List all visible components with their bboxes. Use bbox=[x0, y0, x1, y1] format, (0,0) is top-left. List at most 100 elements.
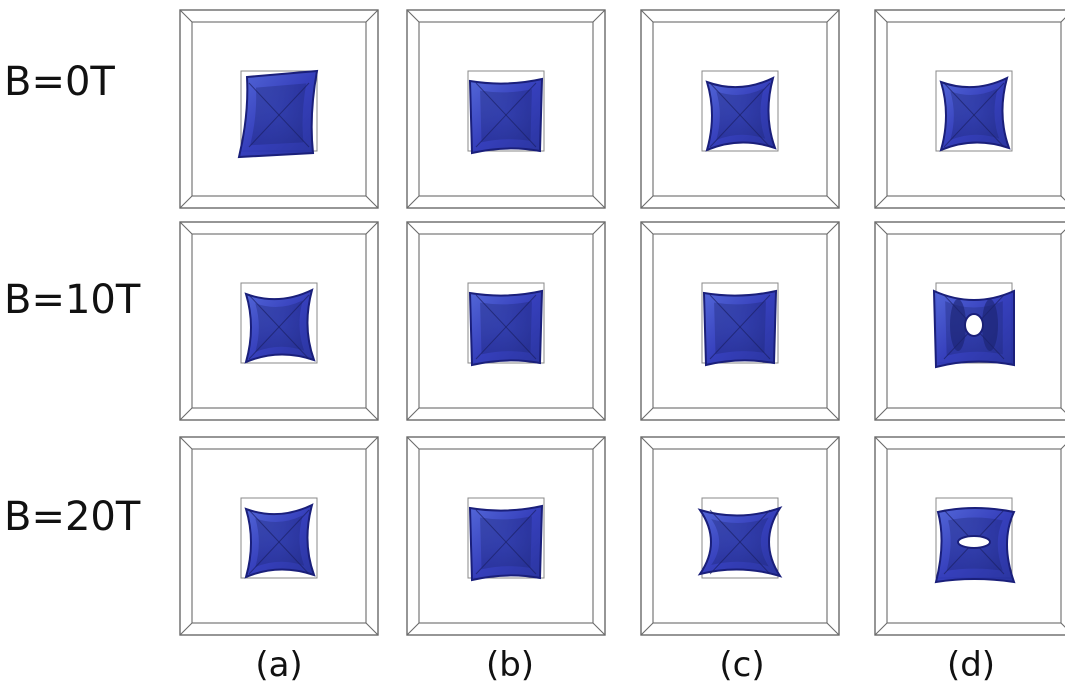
panel-r2-c0 bbox=[179, 436, 379, 636]
panels-layer bbox=[179, 9, 1065, 636]
perspective-edge bbox=[592, 622, 606, 636]
center-cube bbox=[467, 282, 545, 364]
perspective-edge bbox=[179, 622, 193, 636]
inner-box bbox=[191, 448, 367, 624]
diagonal-line bbox=[475, 82, 537, 148]
perspective-edge bbox=[640, 436, 654, 450]
inner-box bbox=[652, 448, 828, 624]
row-label-1: B=10T bbox=[4, 277, 141, 323]
perspective-edge bbox=[406, 9, 420, 23]
center-cube bbox=[240, 282, 318, 364]
hole-shadow bbox=[982, 299, 998, 351]
panel-r2-c3 bbox=[874, 436, 1065, 636]
perspective-edge bbox=[826, 622, 840, 636]
density-hole bbox=[957, 535, 991, 549]
perspective-edge bbox=[826, 195, 840, 209]
col-label-c: (c) bbox=[719, 645, 765, 685]
inner-box bbox=[418, 21, 594, 197]
diagonal-line bbox=[475, 294, 537, 360]
perspective-edge bbox=[406, 436, 420, 450]
hole-shadow bbox=[950, 299, 966, 351]
diagonal-line bbox=[248, 294, 310, 360]
row-label-2: B=20T bbox=[4, 494, 141, 540]
center-cube bbox=[467, 70, 545, 152]
perspective-edge bbox=[179, 221, 193, 235]
perspective-edge bbox=[592, 407, 606, 421]
inner-box bbox=[418, 448, 594, 624]
perspective-edge bbox=[640, 407, 654, 421]
perspective-edge bbox=[179, 436, 193, 450]
center-cube bbox=[701, 497, 779, 579]
perspective-edge bbox=[874, 221, 888, 235]
perspective-edge bbox=[365, 9, 379, 23]
perspective-edge bbox=[406, 221, 420, 235]
perspective-edge bbox=[179, 195, 193, 209]
perspective-edge bbox=[640, 622, 654, 636]
perspective-edge bbox=[1060, 407, 1065, 413]
inner-box bbox=[886, 448, 1062, 624]
perspective-edge bbox=[365, 407, 379, 421]
center-cube bbox=[240, 497, 318, 579]
perspective-edge bbox=[179, 9, 193, 23]
panel-r0-c0 bbox=[179, 9, 379, 209]
perspective-edge bbox=[1060, 444, 1065, 450]
perspective-edge bbox=[874, 622, 888, 636]
col-label-d: (d) bbox=[946, 645, 996, 685]
perspective-edge bbox=[826, 9, 840, 23]
perspective-edge bbox=[365, 622, 379, 636]
perspective-edge bbox=[365, 195, 379, 209]
perspective-edge bbox=[1060, 17, 1065, 23]
panel-r0-c3 bbox=[874, 9, 1065, 209]
inner-box bbox=[886, 21, 1062, 197]
perspective-edge bbox=[365, 221, 379, 235]
perspective-edge bbox=[406, 622, 420, 636]
perspective-edge bbox=[640, 195, 654, 209]
perspective-edge bbox=[179, 407, 193, 421]
inner-box bbox=[886, 233, 1062, 409]
perspective-edge bbox=[640, 9, 654, 23]
perspective-edge bbox=[874, 407, 888, 421]
inner-box bbox=[191, 21, 367, 197]
diagonal-line bbox=[943, 82, 1005, 148]
perspective-edge bbox=[406, 195, 420, 209]
perspective-edge bbox=[592, 195, 606, 209]
row-label-0: B=0T bbox=[4, 59, 115, 105]
perspective-edge bbox=[874, 436, 888, 450]
col-label-a: (a) bbox=[255, 645, 303, 685]
diagonal-line bbox=[709, 294, 771, 360]
panel-r2-c1 bbox=[406, 436, 606, 636]
panel-r1-c0 bbox=[179, 221, 379, 421]
panel-r1-c3 bbox=[874, 221, 1065, 421]
panel-r0-c2 bbox=[640, 9, 840, 209]
perspective-edge bbox=[1060, 195, 1065, 201]
density-hole bbox=[964, 313, 984, 337]
center-cube bbox=[935, 70, 1013, 152]
center-cube bbox=[701, 282, 779, 364]
perspective-edge bbox=[640, 221, 654, 235]
diagonal-line bbox=[709, 82, 771, 148]
col-label-b: (b) bbox=[485, 645, 535, 685]
perspective-edge bbox=[406, 407, 420, 421]
perspective-edge bbox=[1060, 622, 1065, 628]
perspective-edge bbox=[592, 436, 606, 450]
perspective-edge bbox=[365, 436, 379, 450]
panel-r2-c2 bbox=[640, 436, 840, 636]
diagonal-line bbox=[248, 509, 310, 575]
perspective-edge bbox=[592, 221, 606, 235]
inner-box bbox=[652, 21, 828, 197]
inner-box bbox=[652, 233, 828, 409]
inner-box bbox=[191, 233, 367, 409]
center-cube bbox=[701, 70, 779, 152]
diagonal-line bbox=[475, 509, 537, 575]
perspective-edge bbox=[592, 9, 606, 23]
perspective-edge bbox=[826, 407, 840, 421]
panel-r1-c1 bbox=[406, 221, 606, 421]
center-cube bbox=[467, 497, 545, 579]
diagonal-line bbox=[709, 509, 771, 575]
inner-box bbox=[418, 233, 594, 409]
panel-r0-c1 bbox=[406, 9, 606, 209]
perspective-edge bbox=[1060, 229, 1065, 235]
perspective-edge bbox=[826, 221, 840, 235]
diagonal-line bbox=[248, 82, 310, 148]
